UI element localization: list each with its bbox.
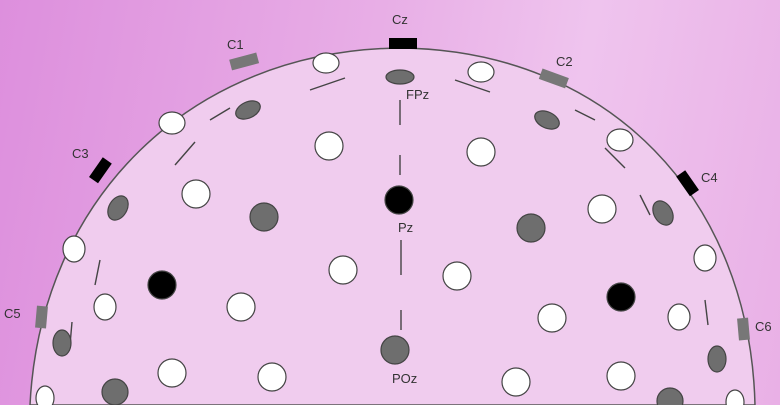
label-poz: POz	[392, 371, 417, 386]
label-fpz: FPz	[406, 87, 429, 102]
electrode-white	[315, 132, 343, 160]
electrode-white	[668, 304, 690, 330]
label-c1: C1	[227, 37, 244, 52]
label-c6: C6	[755, 319, 772, 334]
electrode-black	[148, 271, 176, 299]
electrode-white	[607, 362, 635, 390]
electrode-white	[538, 304, 566, 332]
electrode-pz	[385, 186, 413, 214]
electrode-grey	[708, 346, 726, 372]
electrode-white	[467, 138, 495, 166]
electrode-poz	[381, 336, 409, 364]
electrode-grey	[517, 214, 545, 242]
electrode-white	[227, 293, 255, 321]
electrode-white	[607, 129, 633, 151]
electrode-white	[258, 363, 286, 391]
c1-marker	[229, 53, 259, 71]
electrode-grey	[102, 379, 128, 405]
label-c5: C5	[4, 306, 21, 321]
electrode-grey	[250, 203, 278, 231]
label-c3: C3	[72, 146, 89, 161]
electrode-white	[159, 112, 185, 134]
electrode-black	[607, 283, 635, 311]
electrode-white	[36, 386, 54, 405]
electrode-white	[694, 245, 716, 271]
electrode-white	[502, 368, 530, 396]
c3-marker	[89, 157, 112, 183]
electrode-white	[329, 256, 357, 284]
electrode-white	[313, 53, 339, 73]
label-pz: Pz	[398, 220, 413, 235]
c5-marker	[35, 306, 48, 329]
label-c4: C4	[701, 170, 718, 185]
cz-marker	[389, 38, 417, 49]
electrode-white	[63, 236, 85, 262]
electrode-white	[588, 195, 616, 223]
electrode-grey	[53, 330, 71, 356]
electrode-white	[468, 62, 494, 82]
label-c2: C2	[556, 54, 573, 69]
c6-marker	[737, 318, 750, 341]
electrode-white	[158, 359, 186, 387]
electrode-white	[182, 180, 210, 208]
electrode-white	[94, 294, 116, 320]
electrode-fpz	[386, 70, 414, 84]
electrode-white	[443, 262, 471, 290]
label-cz: Cz	[392, 12, 408, 27]
